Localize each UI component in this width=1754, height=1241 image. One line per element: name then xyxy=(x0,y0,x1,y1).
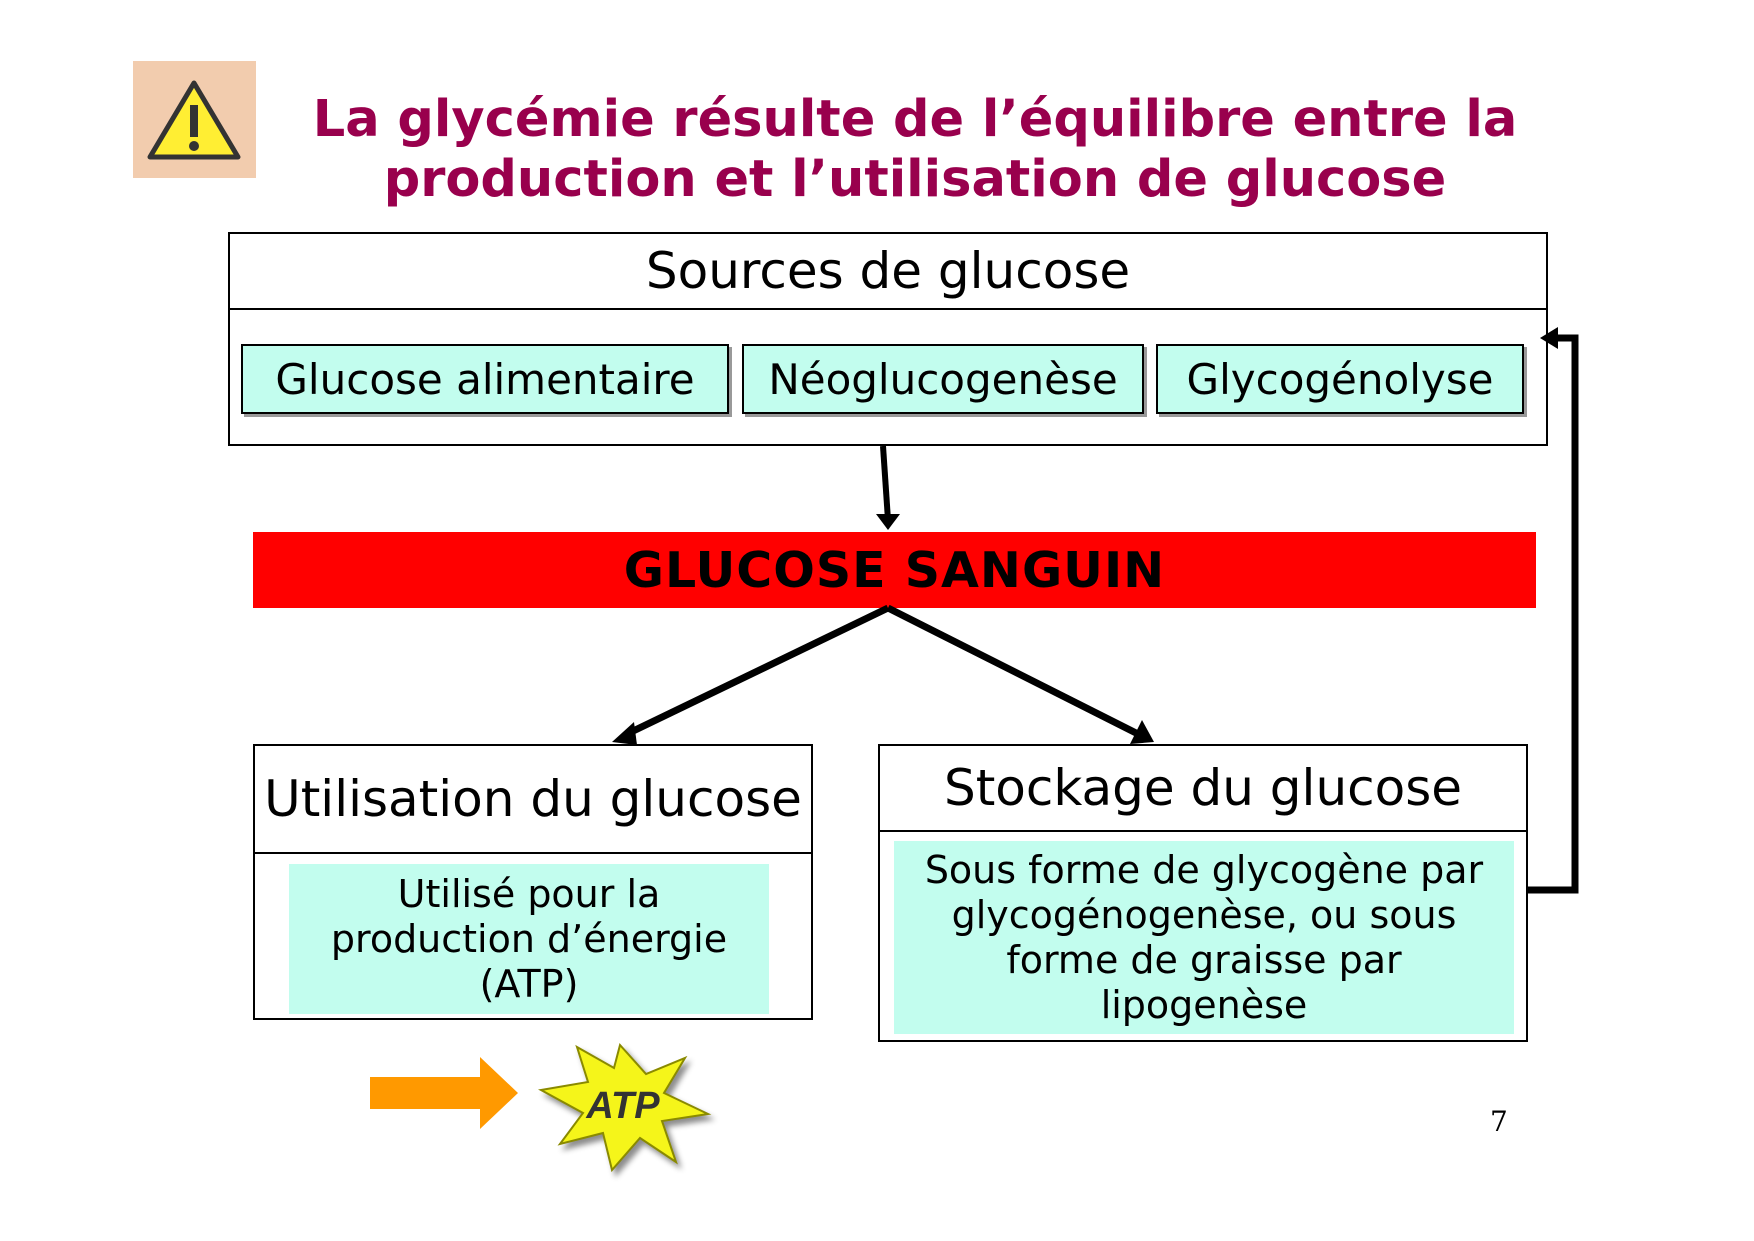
atp-label: ATP xyxy=(585,1085,660,1127)
stockage-line-2: glycogénogenèse, ou sous xyxy=(951,892,1457,937)
utilisation-line-1: Utilisé pour la xyxy=(397,871,661,916)
page-number: 7 xyxy=(1490,1105,1508,1138)
title-line-1: La glycémie résulte de l’équilibre entre… xyxy=(312,90,1518,149)
blood-glucose-band: GLUCOSE SANGUIN xyxy=(253,532,1536,608)
stockage-body: Sous forme de glycogène par glycogénogen… xyxy=(894,841,1514,1034)
utilisation-panel: Utilisation du glucose Utilisé pour la p… xyxy=(253,744,813,1020)
warning-badge xyxy=(133,61,256,178)
arrowhead-left xyxy=(612,722,637,745)
stockage-line-4: lipogenèse xyxy=(1100,982,1308,1027)
warning-triangle-icon xyxy=(147,80,241,160)
arrow-blood-to-utilisation xyxy=(623,604,890,739)
stockage-line-3: forme de graisse par xyxy=(1006,937,1402,982)
utilisation-body: Utilisé pour la production d’énergie (AT… xyxy=(289,864,769,1014)
arrowhead-right xyxy=(1130,720,1154,744)
stockage-line-1: Sous forme de glycogène par xyxy=(924,847,1484,892)
stockage-panel: Stockage du glucose Sous forme de glycog… xyxy=(878,744,1528,1042)
title-line-2: production et l’utilisation de glucose xyxy=(383,150,1447,209)
utilisation-header: Utilisation du glucose xyxy=(255,746,811,854)
arrow-sources-to-blood xyxy=(880,445,891,521)
source-item-neoglucogenese: Néoglucogenèse xyxy=(742,344,1144,414)
stockage-header: Stockage du glucose xyxy=(880,746,1526,832)
sources-header: Sources de glucose xyxy=(228,232,1548,310)
slide-title: La glycémie résulte de l’équilibre entre… xyxy=(260,90,1570,210)
source-item-glucose-alimentaire: Glucose alimentaire xyxy=(241,344,729,414)
utilisation-line-3: (ATP) xyxy=(479,961,579,1006)
arrow-blood-to-stockage xyxy=(886,604,1142,739)
utilisation-line-2: production d’énergie xyxy=(330,916,728,961)
orange-right-arrow-icon xyxy=(370,1057,518,1129)
atp-starburst-icon: ATP xyxy=(537,1042,712,1173)
arrowhead-down xyxy=(876,514,900,530)
blood-glucose-label: GLUCOSE SANGUIN xyxy=(623,541,1166,599)
source-item-glycogenolyse: Glycogénolyse xyxy=(1156,344,1524,414)
